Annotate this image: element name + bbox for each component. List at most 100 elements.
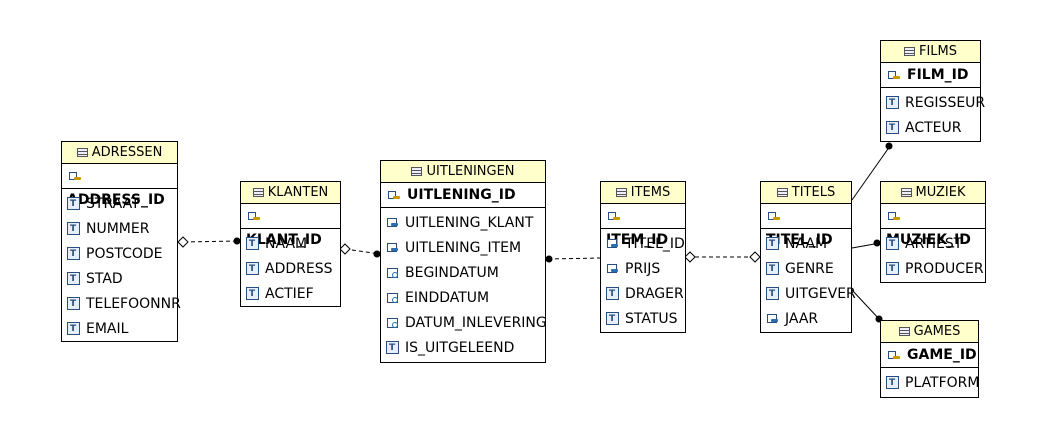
attribute-row[interactable]: ACTIEF: [241, 282, 340, 307]
primary-key-row[interactable]: FILM_ID: [881, 63, 980, 88]
primary-key-label: KLANT_ID: [246, 232, 322, 248]
attribute-row[interactable]: UITLENING_ITEM: [381, 236, 545, 261]
primary-key-row[interactable]: MUZIEK_ID: [881, 204, 985, 248]
primary-key-row[interactable]: KLANT_ID: [241, 204, 340, 248]
table-icon: [898, 327, 910, 336]
attribute-row[interactable]: IS_UITGELEEND: [381, 336, 545, 361]
primary-key-row[interactable]: GAME_ID: [881, 343, 978, 368]
attribute-list: PLATFORM: [881, 368, 979, 396]
attribute-list: ARTIESTPRODUCER: [881, 229, 985, 282]
primary-key-label: MUZIEK_ID: [886, 232, 971, 248]
primary-key-label: FILM_ID: [907, 67, 969, 83]
attribute-row[interactable]: ARTIEST: [881, 232, 985, 257]
primary-key-row[interactable]: UITLENING_ID: [381, 183, 545, 208]
optional-end-marker: [749, 251, 761, 263]
relationship-titels-games[interactable]: [851, 289, 881, 321]
attribute-row[interactable]: EINDDATUM: [381, 286, 545, 311]
attribute-label: JAAR: [785, 311, 819, 327]
attribute-row[interactable]: UITGEVER: [761, 282, 856, 307]
attribute-row[interactable]: DATUM_INLEVERING: [381, 311, 547, 336]
attribute-label: POSTCODE: [86, 246, 163, 262]
attribute-row[interactable]: JAAR: [761, 307, 851, 332]
primary-key-row[interactable]: TITEL_ID: [761, 204, 851, 248]
attribute-row[interactable]: NAAM: [761, 232, 851, 257]
date-icon: [386, 316, 399, 329]
attribute-row[interactable]: STAD: [62, 267, 177, 292]
text-icon: [246, 282, 259, 307]
entity-title: UITLENINGEN: [426, 164, 515, 179]
entity-header: FILMS: [881, 41, 980, 63]
attribute-row[interactable]: STATUS: [601, 307, 685, 332]
entity-klanten[interactable]: KLANTEN KLANT_IDNAAMADDRESSACTIEF: [240, 181, 341, 307]
attribute-row[interactable]: PLATFORM: [881, 371, 979, 396]
attribute-row[interactable]: BEGINDATUM: [381, 261, 545, 286]
entity-films[interactable]: FILMS FILM_ID REGISSEUR ACTEUR: [880, 40, 985, 142]
attribute-row[interactable]: STRAAT: [62, 192, 177, 217]
attribute-label: PRIJS: [625, 261, 661, 277]
attribute-row[interactable]: GENRE: [761, 257, 851, 282]
optional-end-marker: [684, 251, 696, 263]
entity-header: TITELS: [761, 182, 851, 204]
attribute-label: REGISSEUR: [905, 95, 986, 111]
attribute-row[interactable]: TELEFOONNR: [62, 292, 181, 317]
attribute-row[interactable]: ADDRESS: [241, 257, 340, 282]
relationship-titels-films[interactable]: [851, 145, 891, 201]
table-icon: [776, 188, 788, 197]
date-icon: [386, 266, 399, 279]
attribute-label: STATUS: [625, 311, 678, 327]
text-icon: [246, 257, 259, 282]
attribute-row[interactable]: UITLENING_KLANT: [381, 211, 545, 236]
many-end-marker: [545, 255, 553, 263]
table-icon: [411, 167, 423, 176]
attribute-row[interactable]: NAAM: [241, 232, 340, 257]
entity-title: KLANTEN: [267, 185, 329, 200]
attribute-row[interactable]: PRIJS: [601, 257, 685, 282]
attribute-label: GENRE: [785, 261, 834, 277]
primary-key-icon: [606, 209, 621, 222]
attribute-row[interactable]: POSTCODE: [62, 242, 177, 267]
primary-key-icon: [766, 209, 781, 222]
attribute-label: DRAGER: [625, 286, 684, 302]
relationship-uitleningen-items[interactable]: [547, 257, 601, 260]
primary-key-icon: [886, 209, 901, 222]
many-end-marker: [885, 142, 893, 150]
primary-key-label: ADDRESS_ID: [67, 192, 165, 208]
attribute-label: TELEFOONNR: [86, 296, 181, 312]
attribute-label: ACTEUR: [905, 120, 962, 136]
entity-title: ITEMS: [630, 185, 671, 200]
entity-header: ADRESSEN: [62, 142, 177, 164]
text-icon: [67, 292, 80, 317]
attribute-row[interactable]: DRAGER: [601, 282, 685, 307]
text-icon: [886, 257, 899, 282]
optional-end-marker: [177, 236, 189, 248]
table-icon: [903, 47, 915, 56]
many-end-marker: [873, 239, 881, 247]
attribute-label: IS_UITGELEEND: [405, 340, 515, 356]
attribute-row[interactable]: TITEL_ID: [601, 232, 685, 257]
text-icon: [886, 232, 899, 257]
attribute-row[interactable]: NUMMER: [62, 217, 177, 242]
primary-key-row[interactable]: ITEM_ID: [601, 204, 685, 248]
foreign-key-icon: [386, 241, 399, 254]
attribute-label: TITEL_ID: [625, 236, 685, 252]
attribute-row[interactable]: EMAIL: [62, 317, 177, 342]
entity-adressen[interactable]: ADRESSEN ADDRESS_IDSTRAATNUMMER POSTCODE ST…: [61, 141, 181, 342]
attribute-label: EINDDATUM: [405, 290, 490, 306]
attribute-row[interactable]: ACTEUR: [881, 116, 980, 141]
foreign-key-icon: [606, 237, 619, 250]
table-icon: [76, 148, 88, 157]
attribute-row[interactable]: PRODUCER: [881, 257, 985, 282]
attribute-list: NAAM GENRE UITGEVER JAAR: [761, 229, 856, 332]
relationship-adressen-klanten[interactable]: [183, 240, 241, 243]
attribute-label: UITLENING_KLANT: [405, 215, 534, 231]
entity-title: ADRESSEN: [91, 145, 163, 160]
table-icon: [252, 188, 264, 197]
attribute-row[interactable]: REGISSEUR: [881, 91, 985, 116]
primary-key-row[interactable]: ADDRESS_ID: [62, 164, 177, 208]
